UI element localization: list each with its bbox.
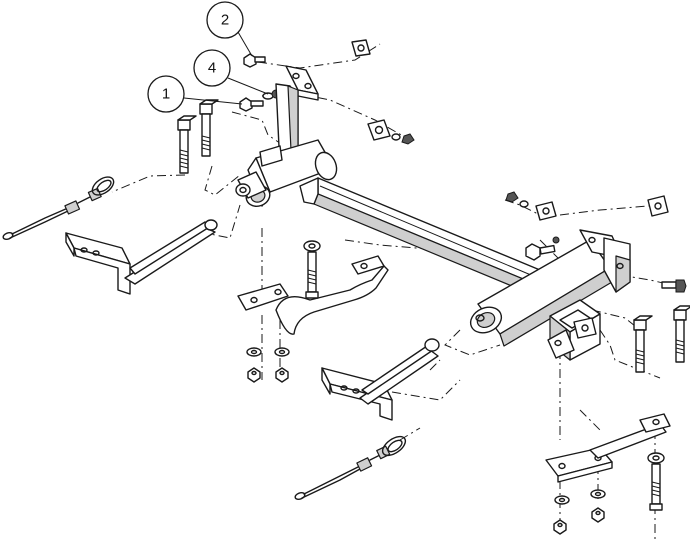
- hitch-pin-bracket-upper: [65, 219, 218, 295]
- square-nut-top: [351, 39, 371, 57]
- right-vertical-bolt-a: [633, 315, 653, 373]
- square-nut-mid: [367, 119, 415, 145]
- left-receiver-tube: [235, 139, 338, 207]
- bolt-upper-left-b: [199, 99, 219, 157]
- right-far-bolt: [661, 279, 687, 293]
- right-receiver-tube: [469, 239, 613, 347]
- callout-1: 1: [147, 75, 243, 113]
- hitch-pin-bracket-lower: [321, 338, 440, 421]
- lower-left-washers: [246, 347, 290, 383]
- right-side-bolt: [525, 236, 560, 261]
- center-bolt-left: [303, 240, 321, 299]
- callout-2: 2: [206, 1, 253, 57]
- center-bolt-right: [647, 452, 665, 511]
- bolt-callout-2: [243, 53, 266, 68]
- safety-cable-lower: [294, 435, 407, 500]
- bolt-callout-1: [239, 97, 264, 112]
- callout-2-label: 2: [221, 12, 229, 29]
- right-frame-bracket: [579, 229, 631, 293]
- bolt-upper-left-a: [177, 115, 197, 174]
- right-vertical-bolt-b: [673, 305, 690, 363]
- lower-strap-bracket-right: [545, 413, 671, 483]
- main-cross-bar: [299, 177, 541, 297]
- right-top-nuts: [505, 191, 669, 221]
- safety-cable-upper: [2, 176, 115, 240]
- callout-4: 4: [193, 49, 269, 95]
- callout-1-label: 1: [162, 86, 170, 103]
- right-square-nut: [573, 317, 597, 339]
- lower-right-washers: [553, 489, 606, 535]
- lower-strap-bracket-left: [237, 255, 389, 335]
- callout-4-label: 4: [208, 60, 216, 77]
